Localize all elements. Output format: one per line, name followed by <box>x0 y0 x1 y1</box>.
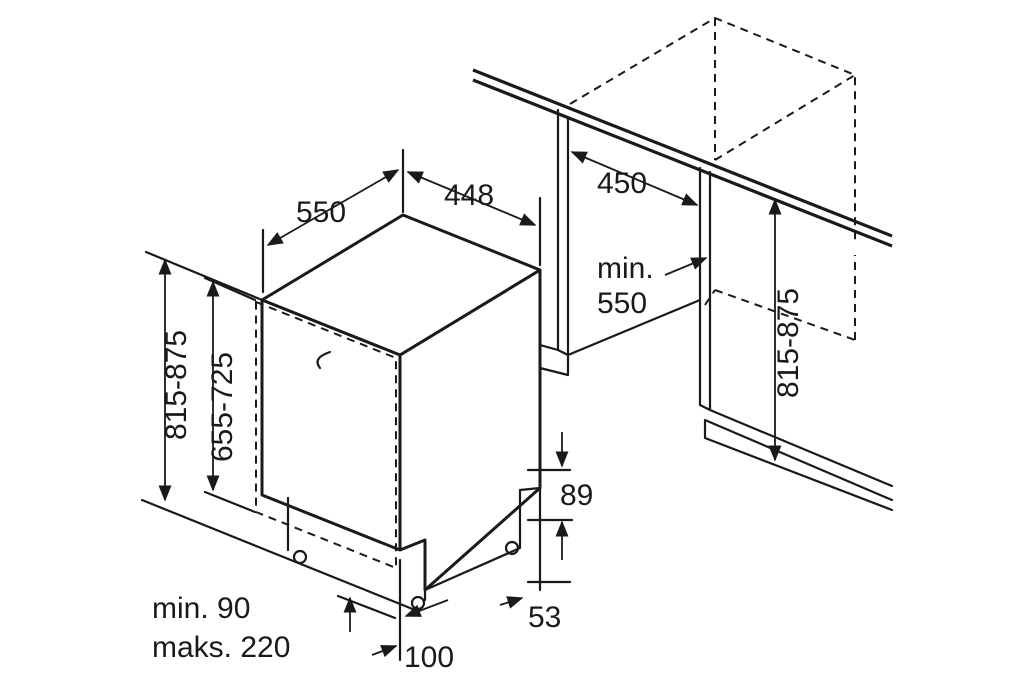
right-cabinet-side <box>698 166 712 412</box>
dishwasher <box>255 213 542 611</box>
label-height-total: 815-875 <box>160 330 193 440</box>
label-width: 448 <box>444 179 494 212</box>
label-niche-height: 815-875 <box>772 288 805 398</box>
label-niche-min-prefix: min. <box>597 252 654 285</box>
dishwasher-front <box>260 298 402 552</box>
installation-niche <box>472 16 894 512</box>
label-plinth-max: maks. 220 <box>152 631 290 664</box>
label-plinth-recess: 53 <box>528 601 561 634</box>
foot-icon <box>504 540 520 556</box>
label-plinth-min: min. 90 <box>152 592 250 625</box>
label-niche-min-value: 550 <box>597 287 647 320</box>
dimension-lines <box>158 148 782 662</box>
foot-icon <box>292 549 308 565</box>
label-plinth-height: 89 <box>560 479 593 512</box>
label-niche-depth: 450 <box>597 167 647 200</box>
foot-icon <box>410 595 426 611</box>
door-panel-outline <box>255 300 397 570</box>
label-plinth-offset: 100 <box>404 641 454 674</box>
label-height-door: 655-725 <box>206 352 239 462</box>
dimension-labels: 550 448 815-875 655-725 450 min. 550 815… <box>152 167 805 674</box>
left-cabinet-side <box>556 108 570 357</box>
label-depth: 550 <box>296 196 346 229</box>
door-handle-icon <box>316 350 332 370</box>
niche-outline <box>569 16 856 240</box>
countertop <box>472 68 893 248</box>
